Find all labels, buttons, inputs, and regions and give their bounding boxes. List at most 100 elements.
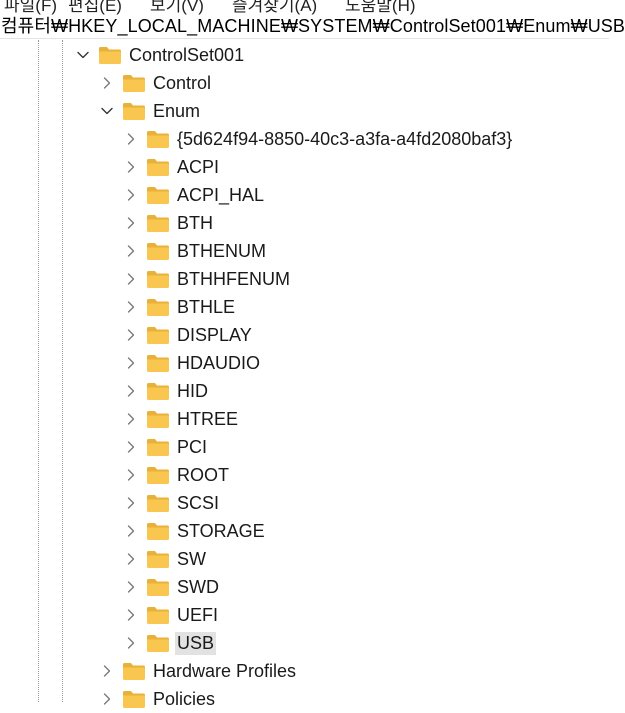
- chevron-right-icon[interactable]: [124, 384, 138, 398]
- tree-node-label: ACPI: [177, 156, 220, 177]
- tree-node-controlset001[interactable]: ControlSet001: [76, 41, 246, 69]
- tree-node-label: BTHENUM: [177, 240, 266, 261]
- folder-icon: [147, 579, 169, 596]
- menu-edit[interactable]: 편집(E): [68, 0, 122, 15]
- tree-node-label: Enum: [153, 100, 201, 121]
- chevron-right-icon[interactable]: [124, 636, 138, 650]
- folder-icon: [147, 187, 169, 204]
- tree-node-label: BTHHFENUM: [177, 268, 290, 289]
- tree-node-policies[interactable]: Policies: [100, 685, 217, 713]
- tree-node-control[interactable]: Control: [100, 69, 213, 97]
- tree-node-label: BTHLE: [177, 296, 236, 317]
- tree-node-label: ACPI_HAL: [177, 184, 265, 205]
- tree-node-label: USB: [175, 631, 217, 655]
- tree-node-enum[interactable]: Enum: [100, 97, 202, 125]
- tree-node-hid[interactable]: HID: [124, 377, 210, 405]
- chevron-right-icon[interactable]: [124, 552, 138, 566]
- tree-node-label: SW: [177, 548, 206, 569]
- tree-node-label: SWD: [177, 576, 219, 597]
- chevron-right-icon[interactable]: [100, 664, 114, 678]
- menu-view[interactable]: 보기(V): [150, 0, 204, 15]
- folder-icon: [123, 691, 145, 708]
- chevron-right-icon[interactable]: [124, 132, 138, 146]
- chevron-right-icon[interactable]: [124, 300, 138, 314]
- chevron-right-icon[interactable]: [124, 440, 138, 454]
- folder-icon: [147, 439, 169, 456]
- folder-icon: [147, 243, 169, 260]
- tree-node-storage[interactable]: STORAGE: [124, 517, 267, 545]
- tree-node-bthhfenum[interactable]: BTHHFENUM: [124, 265, 292, 293]
- tree-node-label: HTREE: [177, 408, 239, 429]
- chevron-right-icon[interactable]: [124, 496, 138, 510]
- folder-icon: [147, 131, 169, 148]
- tree-node-usb[interactable]: USB: [124, 629, 217, 657]
- chevron-right-icon[interactable]: [100, 76, 114, 90]
- tree-node-label: UEFI: [177, 604, 219, 625]
- folder-icon: [123, 103, 145, 120]
- menu-help[interactable]: 도움말(H): [345, 0, 416, 15]
- folder-icon: [147, 607, 169, 624]
- tree-node-display[interactable]: DISPLAY: [124, 321, 254, 349]
- tree-node-label: SCSI: [177, 492, 220, 513]
- tree-node-label: DISPLAY: [177, 324, 252, 345]
- folder-icon: [123, 75, 145, 92]
- tree-node-acpi[interactable]: ACPI: [124, 153, 221, 181]
- chevron-right-icon[interactable]: [124, 188, 138, 202]
- tree-node-bthle[interactable]: BTHLE: [124, 293, 237, 321]
- address-path[interactable]: 컴퓨터₩HKEY_LOCAL_MACHINE₩SYSTEM₩ControlSet…: [1, 16, 625, 36]
- chevron-right-icon[interactable]: [124, 328, 138, 342]
- tree-node-bthenum[interactable]: BTHENUM: [124, 237, 268, 265]
- tree-node-label: Policies: [153, 688, 216, 709]
- chevron-down-icon[interactable]: [100, 104, 114, 118]
- folder-icon: [147, 635, 169, 652]
- tree-node-label: {5d624f94-8850-40c3-a3fa-a4fd2080baf3}: [177, 128, 513, 149]
- tree-node-bth[interactable]: BTH: [124, 209, 215, 237]
- folder-icon: [147, 411, 169, 428]
- folder-icon: [147, 523, 169, 540]
- tree-guide-line: [62, 40, 63, 702]
- chevron-right-icon[interactable]: [124, 356, 138, 370]
- tree-node-hardware-profiles[interactable]: Hardware Profiles: [100, 657, 298, 685]
- tree-node-uefi[interactable]: UEFI: [124, 601, 220, 629]
- tree-node-htree[interactable]: HTREE: [124, 405, 240, 433]
- chevron-right-icon[interactable]: [124, 468, 138, 482]
- tree-node-pci[interactable]: PCI: [124, 433, 209, 461]
- tree-node-label: ControlSet001: [129, 44, 245, 65]
- folder-icon: [147, 551, 169, 568]
- folder-icon: [147, 495, 169, 512]
- tree-node-scsi[interactable]: SCSI: [124, 489, 221, 517]
- menu-file[interactable]: 파일(F): [4, 0, 57, 15]
- chevron-right-icon[interactable]: [124, 580, 138, 594]
- tree-node-label: Control: [153, 72, 212, 93]
- tree-node-sw[interactable]: SW: [124, 545, 208, 573]
- chevron-right-icon[interactable]: [124, 216, 138, 230]
- menu-favorites[interactable]: 즐겨찾기(A): [232, 0, 318, 15]
- tree-node-root[interactable]: ROOT: [124, 461, 231, 489]
- folder-icon: [147, 467, 169, 484]
- tree-guide-line: [38, 40, 39, 702]
- tree-node-label: ROOT: [177, 464, 229, 485]
- chevron-down-icon[interactable]: [76, 48, 90, 62]
- chevron-right-icon[interactable]: [124, 608, 138, 622]
- tree-node-acpi-hal[interactable]: ACPI_HAL: [124, 181, 266, 209]
- folder-icon: [147, 215, 169, 232]
- tree-node-5d624f94-8850-40c3-a3fa-a4fd2080baf3[interactable]: {5d624f94-8850-40c3-a3fa-a4fd2080baf3}: [124, 125, 514, 153]
- folder-icon: [99, 47, 121, 64]
- tree-node-hdaudio[interactable]: HDAUDIO: [124, 349, 262, 377]
- chevron-right-icon[interactable]: [124, 244, 138, 258]
- folder-icon: [123, 663, 145, 680]
- tree-node-label: HDAUDIO: [177, 352, 261, 373]
- chevron-right-icon[interactable]: [124, 412, 138, 426]
- tree-node-label: PCI: [177, 436, 208, 457]
- chevron-right-icon[interactable]: [124, 272, 138, 286]
- chevron-right-icon[interactable]: [124, 160, 138, 174]
- tree-node-swd[interactable]: SWD: [124, 573, 221, 601]
- folder-icon: [147, 271, 169, 288]
- menu-bar: 파일(F) 편집(E) 보기(V) 즐겨찾기(A) 도움말(H): [0, 0, 609, 15]
- chevron-right-icon[interactable]: [124, 524, 138, 538]
- chevron-right-icon[interactable]: [100, 692, 114, 706]
- address-bar[interactable]: 컴퓨터₩HKEY_LOCAL_MACHINE₩SYSTEM₩ControlSet…: [0, 9, 625, 39]
- folder-icon: [147, 355, 169, 372]
- tree-node-label: STORAGE: [177, 520, 265, 541]
